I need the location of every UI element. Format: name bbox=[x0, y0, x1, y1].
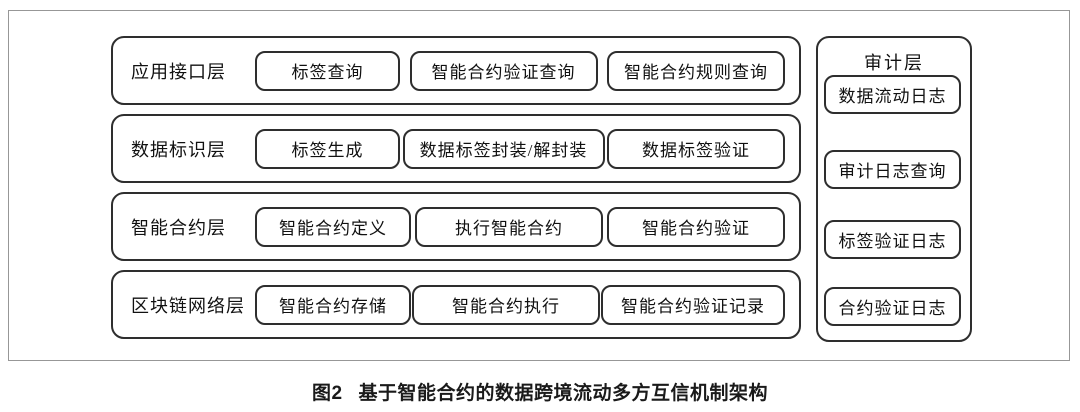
layer-label: 数据标识层 bbox=[131, 139, 226, 160]
audit-layer-title: 审计层 bbox=[864, 53, 924, 73]
node-smart-contract-verification-record: 智能合约验证记录 bbox=[601, 284, 785, 325]
layer-application-interface: 应用接口层 标签查询 智能合约验证查询 智能合约规则查询 bbox=[111, 36, 801, 105]
layer-label: 智能合约层 bbox=[131, 217, 226, 238]
node-data-flow-log: 数据流动日志 bbox=[824, 75, 961, 114]
node-data-tag-verification: 数据标签验证 bbox=[607, 128, 785, 169]
layer-boxes: 智能合约定义 执行智能合约 智能合约验证 bbox=[255, 206, 785, 247]
layer-boxes: 标签生成 数据标签封装/解封装 数据标签验证 bbox=[255, 128, 785, 169]
node-smart-contract-definition: 智能合约定义 bbox=[255, 206, 411, 247]
node-smart-contract-execution: 智能合约执行 bbox=[412, 284, 600, 325]
node-tag-query: 标签查询 bbox=[255, 50, 400, 91]
figure-title: 基于智能合约的数据跨境流动多方互信机制架构 bbox=[358, 383, 769, 404]
node-tag-verification-log: 标签验证日志 bbox=[824, 220, 961, 259]
layer-stack: 应用接口层 标签查询 智能合约验证查询 智能合约规则查询 数据标识层 标签生成 … bbox=[111, 36, 801, 348]
layer-label: 应用接口层 bbox=[131, 61, 226, 82]
node-tag-generation: 标签生成 bbox=[255, 128, 400, 169]
layer-blockchain-network: 区块链网络层 智能合约存储 智能合约执行 智能合约验证记录 bbox=[111, 270, 801, 339]
layer-boxes: 智能合约存储 智能合约执行 智能合约验证记录 bbox=[255, 284, 785, 325]
node-smart-contract-verification-query: 智能合约验证查询 bbox=[409, 50, 598, 91]
layer-data-identification: 数据标识层 标签生成 数据标签封装/解封装 数据标签验证 bbox=[111, 114, 801, 183]
node-execute-smart-contract: 执行智能合约 bbox=[415, 206, 603, 247]
node-smart-contract-storage: 智能合约存储 bbox=[255, 284, 411, 325]
figure-number: 图2 bbox=[311, 383, 343, 404]
diagram-frame: 应用接口层 标签查询 智能合约验证查询 智能合约规则查询 数据标识层 标签生成 … bbox=[8, 10, 1070, 361]
node-tag-encapsulation: 数据标签封装/解封装 bbox=[402, 128, 605, 169]
layer-boxes: 标签查询 智能合约验证查询 智能合约规则查询 bbox=[255, 50, 785, 91]
node-smart-contract-verification: 智能合约验证 bbox=[607, 206, 785, 247]
figure-caption: 图2 基于智能合约的数据跨境流动多方互信机制架构 bbox=[0, 378, 1080, 405]
audit-layer-panel: 审计层 审计日志查询 标签验证日志 合约验证日志 数据流动日志 bbox=[816, 36, 972, 342]
node-smart-contract-rule-query: 智能合约规则查询 bbox=[607, 50, 785, 91]
layer-label: 区块链网络层 bbox=[131, 295, 245, 316]
node-audit-log-query: 审计日志查询 bbox=[824, 150, 961, 189]
layer-smart-contract: 智能合约层 智能合约定义 执行智能合约 智能合约验证 bbox=[111, 192, 801, 261]
node-contract-verification-log: 合约验证日志 bbox=[824, 287, 961, 326]
